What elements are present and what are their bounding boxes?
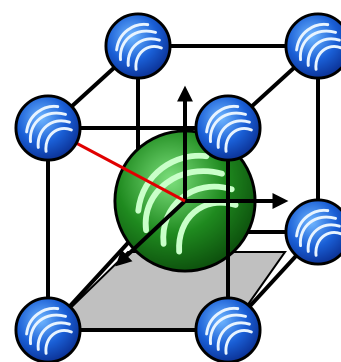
axis-y-arrow-icon <box>115 199 187 267</box>
corner-atom-icon <box>104 12 172 80</box>
axes <box>115 85 289 267</box>
corner-atom-icon <box>284 12 341 80</box>
corner-atom-icon <box>14 296 82 362</box>
corner-atom-icon <box>284 198 341 266</box>
corner-atom-icon <box>14 94 82 162</box>
corner-atom-icon <box>194 296 262 362</box>
corner-atom-icon <box>194 94 262 162</box>
